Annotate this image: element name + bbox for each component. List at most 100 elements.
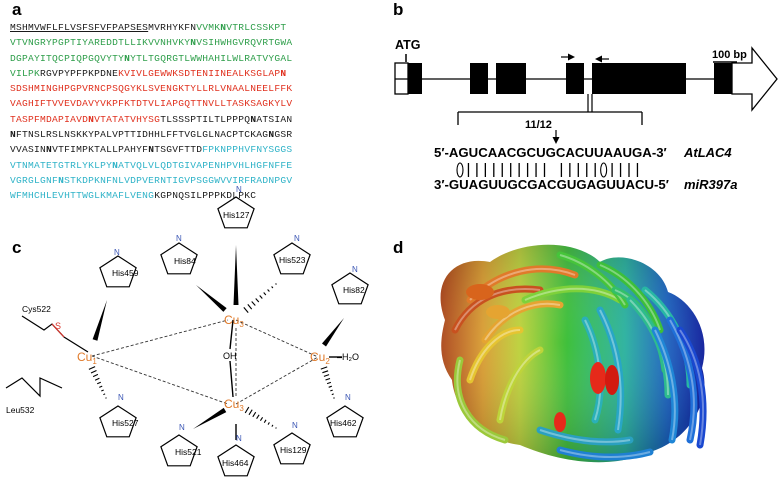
exon-3	[496, 63, 526, 94]
sequence-segment: N	[220, 22, 227, 33]
sequence-segment: VTATATVHYSG	[94, 113, 161, 125]
mirna-name: miR397a	[684, 177, 737, 192]
base-pairing-marks	[456, 162, 639, 178]
sequence-segment: MVRHYKFN	[148, 22, 197, 33]
gu-wobble-pair	[600, 162, 608, 178]
beta-strand-highlight	[654, 329, 676, 441]
mirna-pairing: 5′-AGUCAACGCUGCACUUAAUGA-3′ AtLAC4 3′-GU…	[434, 145, 737, 192]
sequence-segment: WFMHCHLEVHTTWGLKMAFLVENG	[10, 190, 155, 202]
sequence-segment: N	[10, 129, 17, 141]
sequence-segment: N	[58, 174, 65, 186]
sequence-segment: N	[190, 37, 197, 49]
beta-strand	[453, 356, 509, 444]
sequence-line: VTNMATETGTRLYKLPYNATVQLVLQDTGIVAPENHPVHL…	[10, 158, 380, 173]
beta-strand	[651, 326, 679, 444]
helix-segments	[466, 284, 619, 432]
panel-label-a: a	[12, 0, 22, 19]
exon-2	[470, 63, 488, 94]
beta-strand	[556, 446, 654, 461]
exon-5	[592, 63, 686, 94]
sequence-line: VGRGLGNFNSTKDPKNFNLVDPVERNTIGVPSGGWVVIRF…	[10, 173, 380, 188]
sequence-segment: VTNMATETGTRLYKLPY	[10, 159, 113, 171]
sequence-line: SDSHMINGHPGPVRNCPSQGYKLSVENGKTYLLRLVNAAL…	[10, 81, 380, 96]
beta-strand-highlight	[524, 287, 621, 301]
primer-reverse-arrow	[595, 55, 609, 63]
sequence-segment: SDSHMINGHPGPVRNCPSQGYKLSVENGKTYLLRLVNAAL…	[10, 83, 293, 95]
sequence-segment: VTVNGRYPGPTIYAREDDTLLIKVVNHVKY	[10, 37, 191, 49]
gu-wobble-pair	[456, 162, 464, 178]
sequence-segment: ATSIAN	[256, 113, 293, 125]
sequence-segment: KGPNQSILPPPKDLPKC	[154, 190, 257, 202]
sequence-segment: N	[250, 113, 257, 125]
sequence-segment: VVASIN	[10, 144, 47, 156]
beta-strand	[556, 251, 629, 309]
atg-label: ATG	[395, 38, 420, 52]
beta-strand	[521, 285, 624, 304]
sequence-segment: N	[280, 67, 287, 79]
beta-strand	[676, 326, 707, 449]
sequence-line: VTVNGRYPGPTIYAREDDTLLIKVVNHVKYNVSIHWHGVR…	[10, 35, 380, 50]
mirna-sequence: 3′-GUAGUUGCGACGUGAGUUACU-5′	[434, 177, 669, 192]
sequence-segment: VILPK	[10, 67, 41, 79]
sequence-segment: TLSSSPTILTLPPPQ	[160, 113, 251, 125]
beta-strand-highlight	[679, 329, 705, 446]
panel-label-d: d	[393, 238, 404, 257]
beta-strand	[481, 300, 564, 344]
panel-label-c: c	[12, 238, 22, 257]
beta-strand-highlight	[539, 429, 631, 443]
beta-strand	[666, 316, 698, 444]
exon-4	[566, 63, 584, 94]
sequence-segment: N	[124, 52, 131, 64]
exon-6	[714, 63, 732, 94]
sequence-segment: N	[46, 144, 53, 156]
beta-strand-highlight	[499, 349, 541, 421]
beta-strand	[596, 306, 625, 434]
sequence-line: TASPFMDAPIAVDNVTATATVHYSGTLSSSPTILTLPPPQ…	[10, 112, 380, 127]
sequence-segment: MSHMVWFLFLVSFSFVFPAPSES	[10, 22, 149, 33]
sequence-segment: STKDPKNFNLVDPVERNTIGVPSGGWVVIRFRADNPGV	[64, 174, 293, 186]
target-sequence: 5′-AGUCAACGCUGCACUUAAUGA-3′	[434, 145, 667, 160]
beta-strand-highlight	[469, 329, 521, 381]
sequence-segment: TASPFMDAPIAVD	[10, 113, 89, 125]
sequence-line: MSHMVWFLFLVSFSFVFPAPSESMVRHYKFNVVMKNVTRL…	[10, 20, 380, 35]
exon-1	[408, 63, 422, 94]
sequence-segment: DGPAYITQCPIQPGQVYTY	[10, 52, 125, 64]
sequence-segment: N	[88, 113, 95, 125]
beta-strand-highlight	[559, 254, 626, 306]
sequence-segment: N	[112, 159, 119, 171]
sequence-segment: KVIVLGEWWKSDTENIINEALKSGLAP	[118, 67, 281, 79]
sequence-segment: VTRLCSSKPT	[226, 22, 287, 33]
sequence-segment: YTLTGQRGTLWWHAHILWLRATVYGAL	[130, 52, 293, 64]
beta-strand	[496, 346, 544, 424]
target-site-bracket	[457, 94, 643, 125]
beta-strand-highlight	[599, 309, 622, 431]
sequence-line: VVASINNVTFIMPKTALLPAHYFNTSGVFTTDFPKNPPHV…	[10, 142, 380, 157]
sequence-line: DGPAYITQCPIQPGQVYTYNYTLTGQRGTLWWHAHILWLR…	[10, 51, 380, 66]
target-gene-name: AtLAC4	[683, 145, 732, 160]
beta-strand	[596, 261, 664, 334]
gene-model: ATG 100 bp 11/12	[394, 38, 778, 144]
primer-forward-arrow	[561, 53, 575, 61]
sequence-segment: FPKNPPHVFNYSGGS	[202, 144, 293, 156]
sequence-segment: N	[268, 129, 275, 141]
sequence-line: WFMHCHLEVHTTWGLKMAFLVENGKGPNQSILPPPKDLPK…	[10, 188, 380, 203]
beta-strand	[536, 426, 634, 446]
sequence-segment: VVMK	[196, 22, 221, 33]
cleavage-site-label: 11/12	[525, 119, 552, 131]
beta-strand-highlight	[599, 264, 661, 331]
utr3-arrow	[731, 46, 778, 112]
protein-sequence: MSHMVWFLFLVSFSFVFPAPSESMVRHYKFNVVMKNVTRL…	[10, 20, 380, 204]
beta-strand-highlight	[669, 319, 695, 441]
sequence-segment: VSIHWHGVRQVRTGWA	[196, 37, 293, 49]
sequence-segment: N	[148, 144, 155, 156]
beta-strand	[466, 326, 524, 384]
sequence-segment: GSR	[274, 129, 293, 141]
sequence-line: VAGHIFTVVEVDAVYVKPFKTDTVLIAPGQTTNVLLTASK…	[10, 96, 380, 111]
panel-label-b: b	[393, 0, 404, 19]
sequence-segment: VAGHIFTVVEVDAVYVKPFKTDTVLIAPGQTTNVLLTASK…	[10, 98, 293, 110]
sequence-segment: VTFIMPKTALLPAHYF	[52, 144, 149, 156]
sequence-segment: TSGVFTTD	[154, 144, 203, 156]
beta-strand-highlight	[456, 359, 506, 441]
